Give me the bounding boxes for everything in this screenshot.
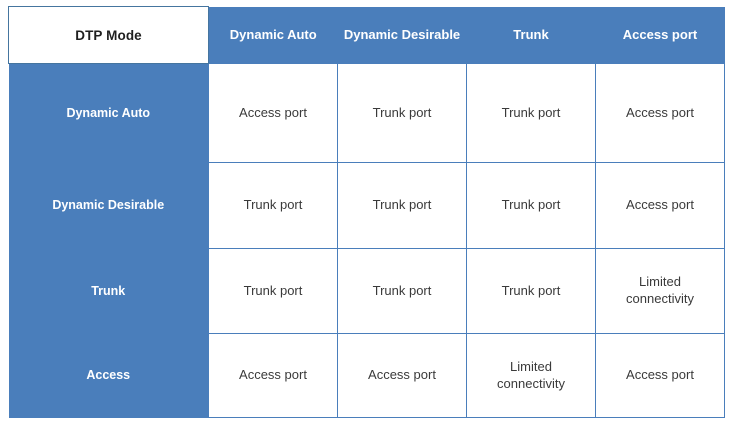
matrix-header-row: DTP Mode Dynamic Auto Dynamic Desirable … <box>8 6 725 64</box>
cell-access-dynamic-desirable: Access port <box>337 333 467 418</box>
table-row: Access Access port Access port Limited c… <box>8 333 725 418</box>
dtp-mode-matrix-container: DTP Mode Dynamic Auto Dynamic Desirable … <box>8 6 725 418</box>
cell-access-trunk: Limited connectivity <box>466 333 596 418</box>
cell-dynamic-desirable-dynamic-auto: Trunk port <box>208 162 338 249</box>
cell-dynamic-desirable-trunk: Trunk port <box>466 162 596 249</box>
table-row: Trunk Trunk port Trunk port Trunk port L… <box>8 248 725 334</box>
column-header-dynamic-auto: Dynamic Auto <box>208 6 338 64</box>
column-header-trunk: Trunk <box>466 6 596 64</box>
table-row: Dynamic Desirable Trunk port Trunk port … <box>8 162 725 249</box>
cell-dynamic-auto-access-port: Access port <box>595 63 725 163</box>
row-header-dynamic-auto: Dynamic Auto <box>8 63 209 163</box>
cell-dynamic-auto-trunk: Trunk port <box>466 63 596 163</box>
cell-dynamic-desirable-access-port: Access port <box>595 162 725 249</box>
cell-trunk-dynamic-desirable: Trunk port <box>337 248 467 334</box>
row-header-dynamic-desirable: Dynamic Desirable <box>8 162 209 249</box>
dtp-mode-matrix-table: DTP Mode Dynamic Auto Dynamic Desirable … <box>8 6 725 418</box>
cell-access-access-port: Access port <box>595 333 725 418</box>
column-header-access-port: Access port <box>595 6 725 64</box>
cell-dynamic-auto-dynamic-desirable: Trunk port <box>337 63 467 163</box>
table-row: Dynamic Auto Access port Trunk port Trun… <box>8 63 725 163</box>
row-header-access: Access <box>8 333 209 418</box>
column-header-dynamic-desirable: Dynamic Desirable <box>337 6 467 64</box>
row-header-trunk: Trunk <box>8 248 209 334</box>
cell-trunk-dynamic-auto: Trunk port <box>208 248 338 334</box>
cell-trunk-trunk: Trunk port <box>466 248 596 334</box>
cell-dynamic-desirable-dynamic-desirable: Trunk port <box>337 162 467 249</box>
cell-access-dynamic-auto: Access port <box>208 333 338 418</box>
cell-dynamic-auto-dynamic-auto: Access port <box>208 63 338 163</box>
cell-trunk-access-port: Limited connectivity <box>595 248 725 334</box>
matrix-corner-label: DTP Mode <box>8 6 209 64</box>
